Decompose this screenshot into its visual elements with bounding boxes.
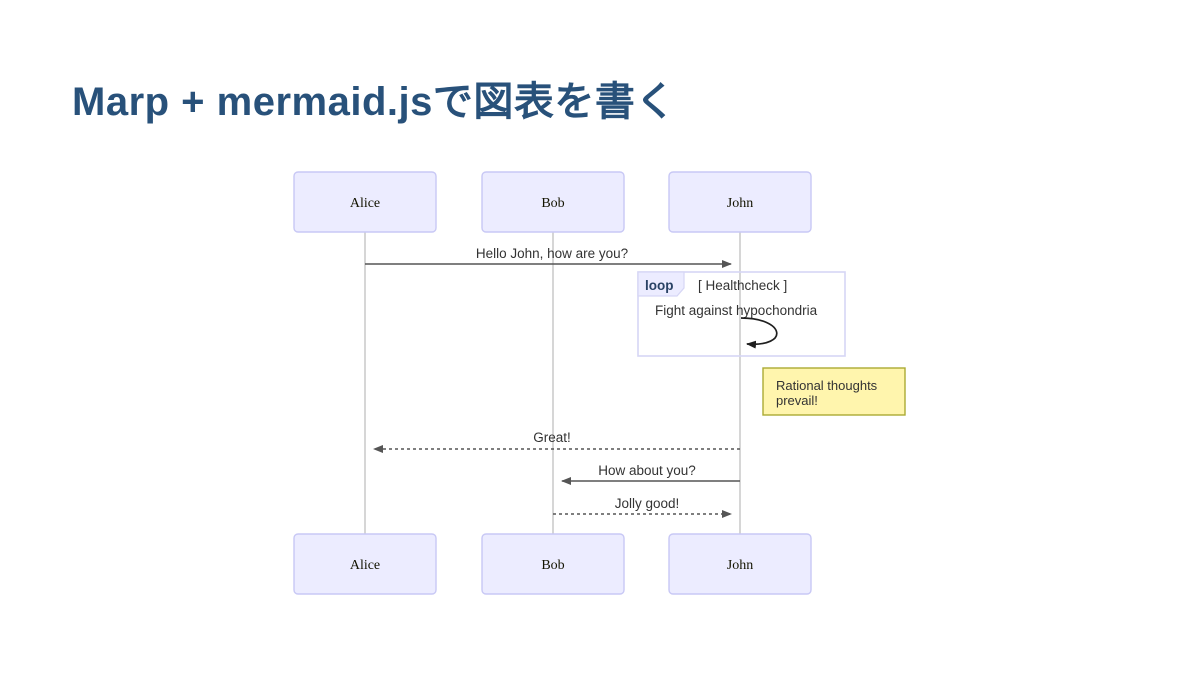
actor-rect [481, 533, 625, 595]
actor-box-alice-bottom[interactable]: Alice [293, 533, 437, 595]
lifelines [364, 232, 741, 534]
message-hello-john: Hello John, how are you? [365, 246, 732, 268]
note-rational-thoughts: Rational thoughts prevail! [762, 367, 906, 416]
message-label: Fight against hypochondria [655, 303, 818, 318]
actor-label: Alice [350, 558, 380, 573]
loop-title-label: [ Healthcheck ] [698, 278, 787, 293]
note-rect [762, 367, 906, 416]
message-label: Jolly good! [615, 496, 680, 511]
message-jolly-good: Jolly good! [553, 496, 732, 518]
actor-rect [668, 533, 812, 595]
loop-tag-shape [637, 271, 685, 297]
actor-label: Bob [541, 558, 564, 573]
message-label: Hello John, how are you? [476, 246, 628, 261]
actor-label: Bob [541, 196, 564, 211]
page-title: Marp + mermaid.jsで図表を書く [72, 80, 676, 124]
self-message-arrow [740, 317, 778, 349]
actor-rect [481, 171, 625, 233]
message-label: How about you? [598, 463, 696, 478]
message-how-about-you: How about you? [561, 463, 740, 485]
actor-box-bob-top[interactable]: Bob [481, 171, 625, 233]
actor-box-john-bottom[interactable]: John [668, 533, 812, 595]
actor-label: Alice [350, 196, 380, 211]
actor-box-alice-top[interactable]: Alice [293, 171, 437, 233]
actor-box-bob-bottom[interactable]: Bob [481, 533, 625, 595]
note-line-1: Rational thoughts [776, 378, 878, 393]
message-great: Great! [373, 430, 740, 453]
actor-label: John [727, 558, 753, 573]
loop-tag-label: loop [645, 278, 674, 293]
actor-label: John [727, 196, 753, 211]
loop-rect [637, 271, 846, 357]
message-label: Great! [533, 430, 571, 445]
loop-block-healthcheck: loop [ Healthcheck ] Fight against hypoc… [637, 271, 846, 357]
actor-rect [668, 171, 812, 233]
actor-rect [293, 533, 437, 595]
actor-box-john-top[interactable]: John [668, 171, 812, 233]
actor-rect [293, 171, 437, 233]
note-line-2: prevail! [776, 393, 818, 408]
